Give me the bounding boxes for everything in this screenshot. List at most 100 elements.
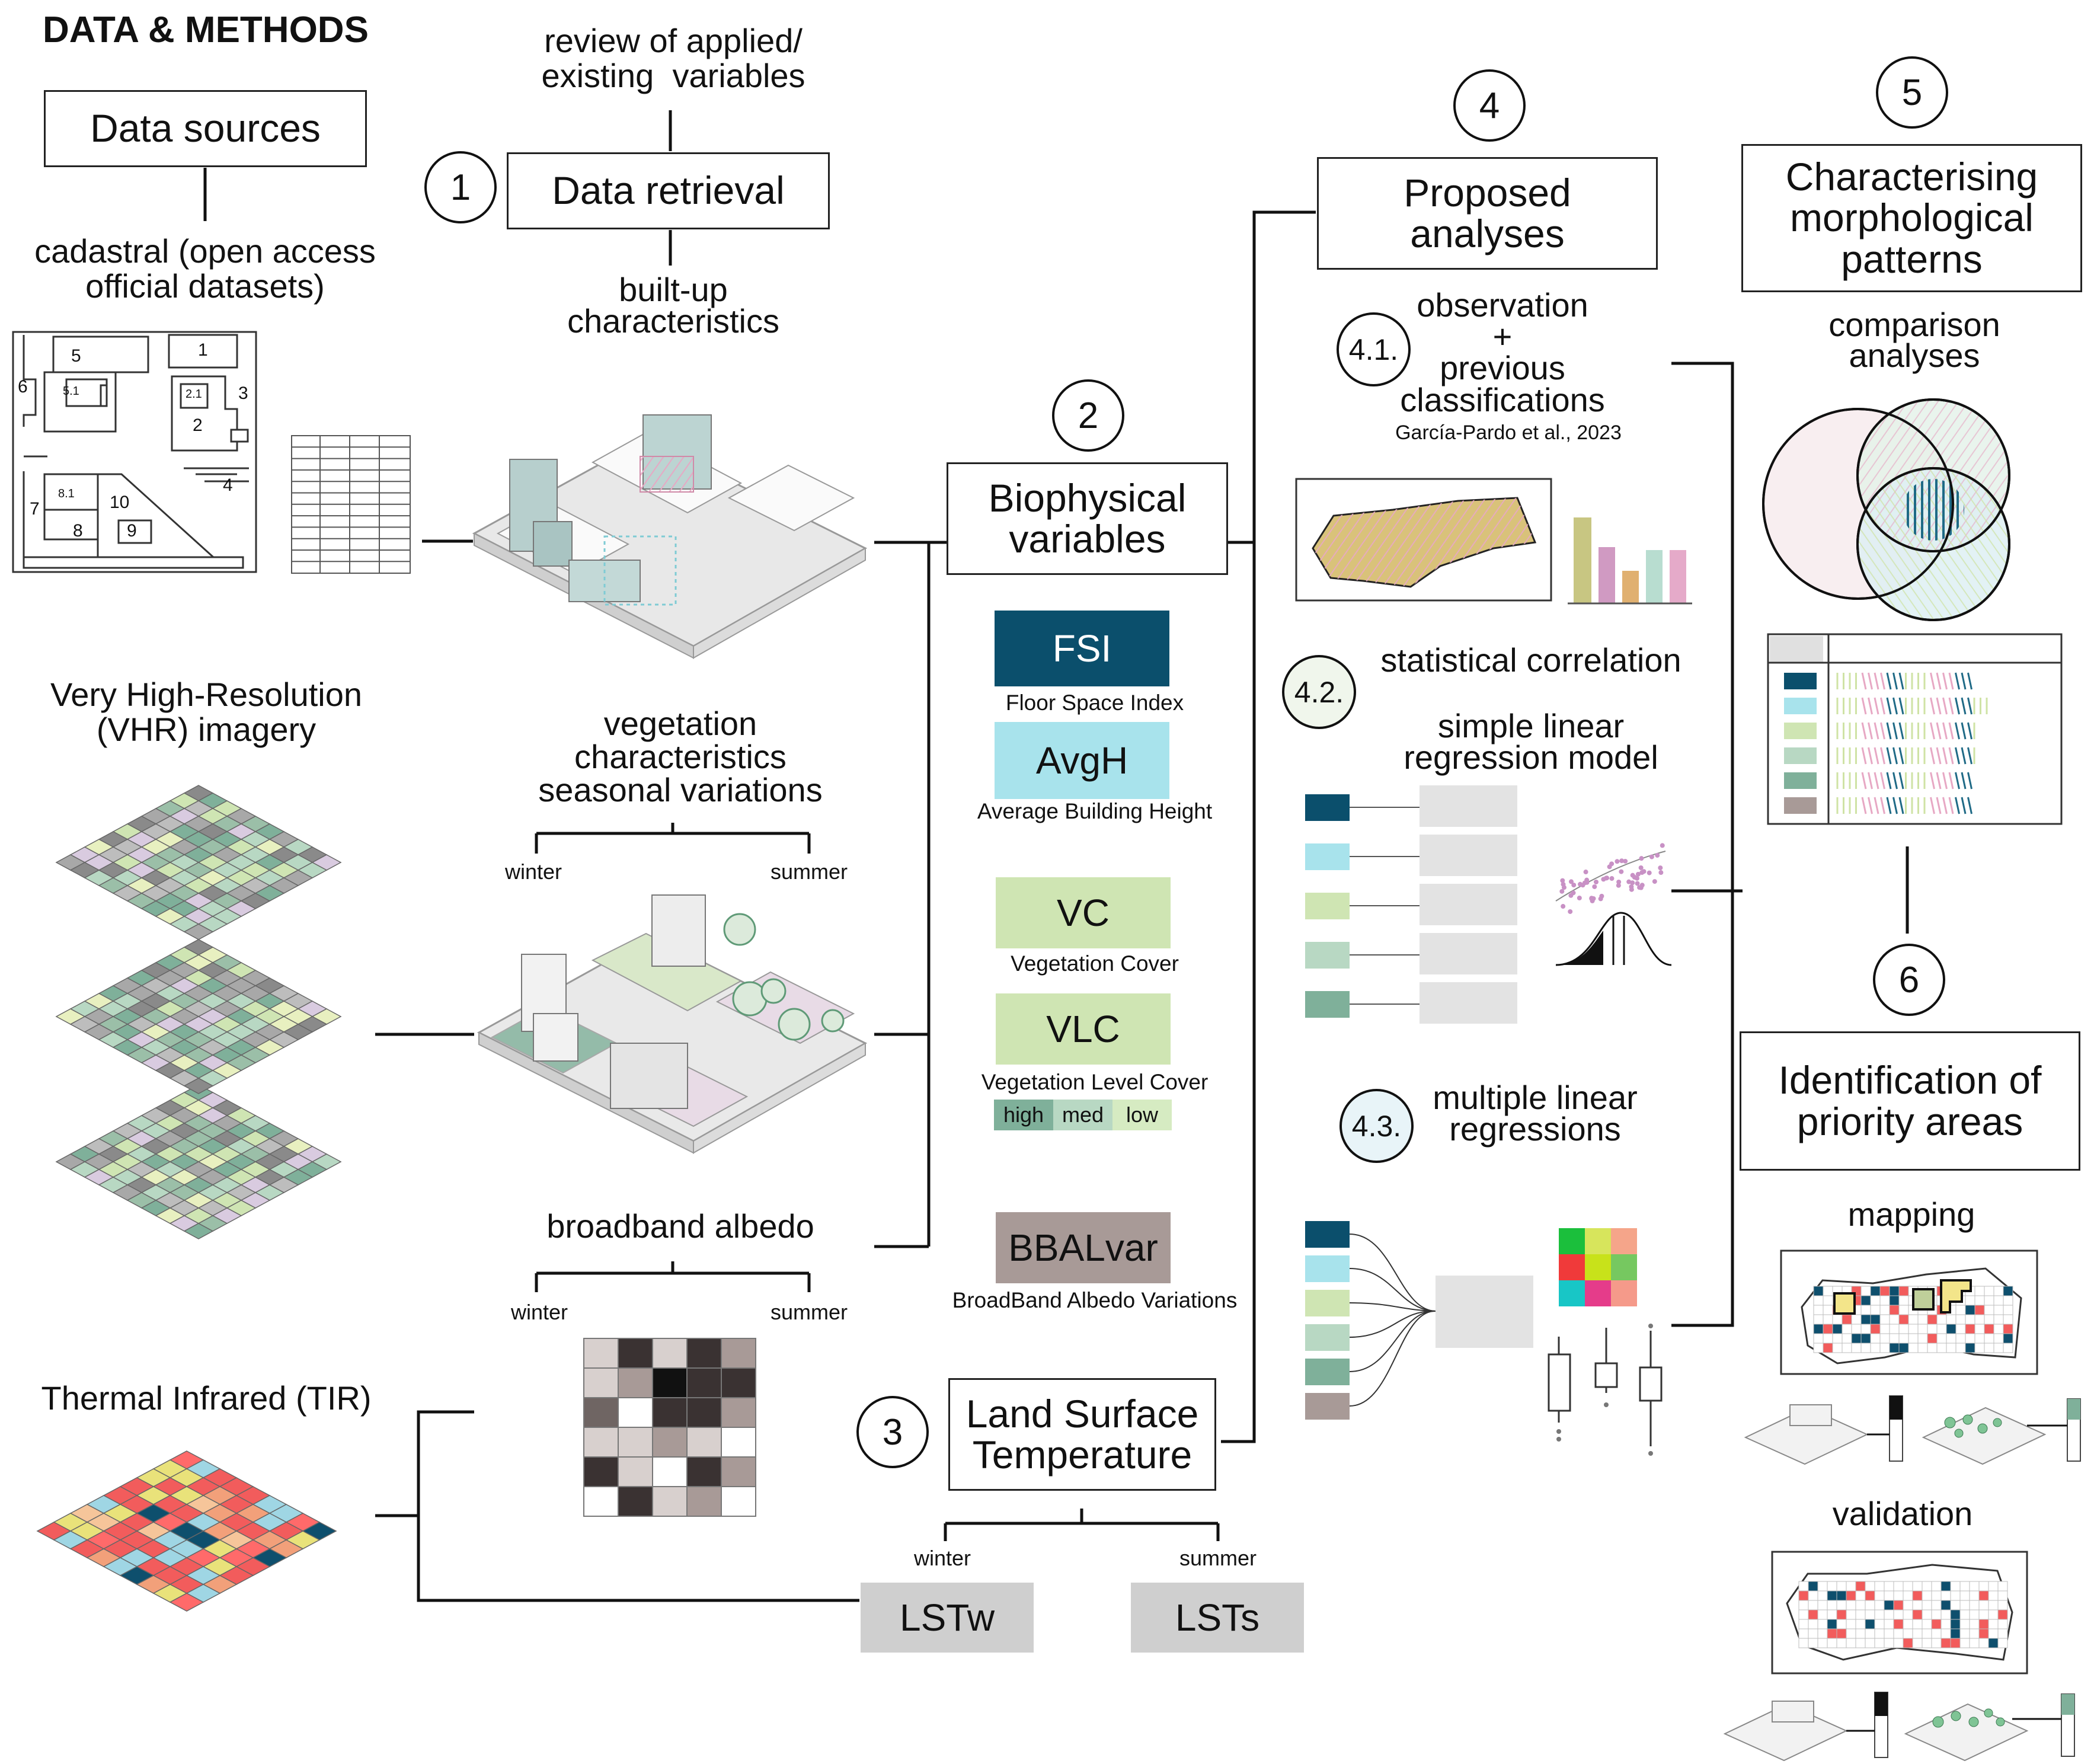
map-cell bbox=[1879, 1286, 1890, 1296]
map-cell bbox=[1817, 1628, 1828, 1639]
label-winter-albedo: winter bbox=[510, 1300, 568, 1324]
regression-variable-swatch bbox=[1305, 1324, 1350, 1351]
label-cadastral: cadastral (open access official datasets… bbox=[34, 232, 376, 305]
heatmap-cell bbox=[1611, 1280, 1637, 1306]
albedo-cell bbox=[618, 1397, 653, 1428]
map-cell bbox=[1908, 1343, 1919, 1353]
scatter-point bbox=[1609, 861, 1615, 867]
map-cell bbox=[1993, 1314, 2004, 1325]
regression-bar bbox=[1420, 982, 1517, 1024]
map-cell bbox=[1823, 1295, 1833, 1306]
albedo-cell bbox=[652, 1338, 688, 1369]
step-identification-priority-areas: Identification of priority areas bbox=[1740, 1031, 2080, 1171]
map-cell bbox=[1988, 1638, 1999, 1648]
map-cell bbox=[1965, 1343, 1975, 1353]
regression-variable-swatch bbox=[1305, 1290, 1350, 1316]
map-cell bbox=[1922, 1638, 1932, 1648]
map-cell bbox=[1950, 1581, 1961, 1592]
map-cell bbox=[1832, 1333, 1843, 1344]
albedo-cell bbox=[652, 1486, 688, 1517]
map-cell bbox=[1959, 1581, 1970, 1592]
albedo-cell bbox=[686, 1338, 722, 1369]
map-cell bbox=[1922, 1600, 1932, 1610]
map-cell bbox=[1836, 1609, 1847, 1620]
map-cell bbox=[1836, 1590, 1847, 1601]
variable-bbalvar-swatch: BBALvar bbox=[996, 1212, 1171, 1283]
map-cell bbox=[1842, 1314, 1852, 1325]
map-cell bbox=[1955, 1305, 1966, 1315]
map-cell bbox=[1823, 1343, 1833, 1353]
map-cell bbox=[1808, 1628, 1818, 1639]
map-cell bbox=[1988, 1581, 1999, 1592]
albedo-cell bbox=[618, 1367, 653, 1398]
scatter-point bbox=[1635, 875, 1640, 881]
albedo-cell bbox=[652, 1427, 688, 1458]
scatter-point bbox=[1593, 879, 1599, 884]
step-data-sources: Data sources bbox=[44, 90, 367, 167]
map-cell bbox=[1889, 1314, 1900, 1325]
comparison-row-swatch bbox=[1784, 723, 1817, 739]
map-cell bbox=[1827, 1619, 1837, 1629]
map-cell bbox=[1851, 1324, 1862, 1334]
map-cell bbox=[1955, 1324, 1966, 1334]
vhr-cell bbox=[183, 1078, 214, 1094]
map-cell bbox=[1903, 1628, 1913, 1639]
variable-avgh-name: Average Building Height bbox=[977, 799, 1213, 823]
map-cell bbox=[1865, 1600, 1875, 1610]
map-cell bbox=[1855, 1590, 1866, 1601]
map-cell bbox=[1927, 1333, 1938, 1344]
map-cell bbox=[1823, 1305, 1833, 1315]
map-cell bbox=[1798, 1581, 1809, 1592]
map-cell bbox=[1893, 1619, 1904, 1629]
label-vegetation: vegetation characteristics seasonal vari… bbox=[538, 705, 823, 808]
map-cell bbox=[1903, 1638, 1913, 1648]
plot-number: 2 bbox=[193, 416, 203, 435]
map-cell bbox=[1898, 1305, 1909, 1315]
albedo-cell bbox=[686, 1456, 722, 1487]
albedo-cell bbox=[652, 1367, 688, 1398]
step-number-2: 2 bbox=[1052, 379, 1124, 452]
map-cell bbox=[1993, 1324, 2004, 1334]
label-built-up: built-up characteristics bbox=[567, 271, 779, 340]
map-cell bbox=[1889, 1324, 1900, 1334]
map-cell bbox=[1922, 1628, 1932, 1639]
map-cell bbox=[1946, 1314, 1956, 1325]
map-cell bbox=[1959, 1590, 1970, 1601]
regression-variable-swatch bbox=[1305, 1221, 1350, 1248]
map-cell bbox=[1798, 1609, 1809, 1620]
variable-vc-swatch: VC bbox=[996, 877, 1171, 948]
map-cell bbox=[1846, 1581, 1856, 1592]
albedo-cell bbox=[583, 1486, 619, 1517]
map-cell bbox=[1903, 1619, 1913, 1629]
map-cell bbox=[1865, 1581, 1875, 1592]
step-number-3: 3 bbox=[856, 1396, 929, 1468]
scatter-point bbox=[1638, 885, 1644, 890]
map-cell bbox=[1917, 1314, 1928, 1325]
map-cell bbox=[1931, 1600, 1942, 1610]
page-title: DATA & METHODS bbox=[43, 9, 369, 50]
albedo-cell bbox=[618, 1427, 653, 1458]
plot-number: 7 bbox=[30, 499, 40, 519]
map-cell bbox=[1889, 1305, 1900, 1315]
isometric-built-up bbox=[472, 414, 868, 659]
map-cell bbox=[1827, 1609, 1837, 1620]
map-cell bbox=[1997, 1628, 2008, 1639]
priority-area-highlight bbox=[1833, 1292, 1856, 1315]
map-cell bbox=[1931, 1638, 1942, 1648]
map-cell bbox=[1950, 1600, 1961, 1610]
scatter-point bbox=[1561, 904, 1566, 909]
map-cell bbox=[1940, 1600, 1951, 1610]
map-cell bbox=[1984, 1324, 1994, 1334]
map-cell bbox=[1827, 1638, 1837, 1648]
scatter-point bbox=[1568, 879, 1574, 884]
map-cell bbox=[1912, 1600, 1923, 1610]
map-cell bbox=[1889, 1333, 1900, 1344]
map-cell bbox=[1870, 1295, 1881, 1306]
scatter-point bbox=[1583, 870, 1588, 875]
map-cell bbox=[1959, 1609, 1970, 1620]
scatter-point bbox=[1652, 879, 1657, 884]
map-cell bbox=[2003, 1295, 2013, 1306]
map-cell bbox=[1965, 1295, 1975, 1306]
